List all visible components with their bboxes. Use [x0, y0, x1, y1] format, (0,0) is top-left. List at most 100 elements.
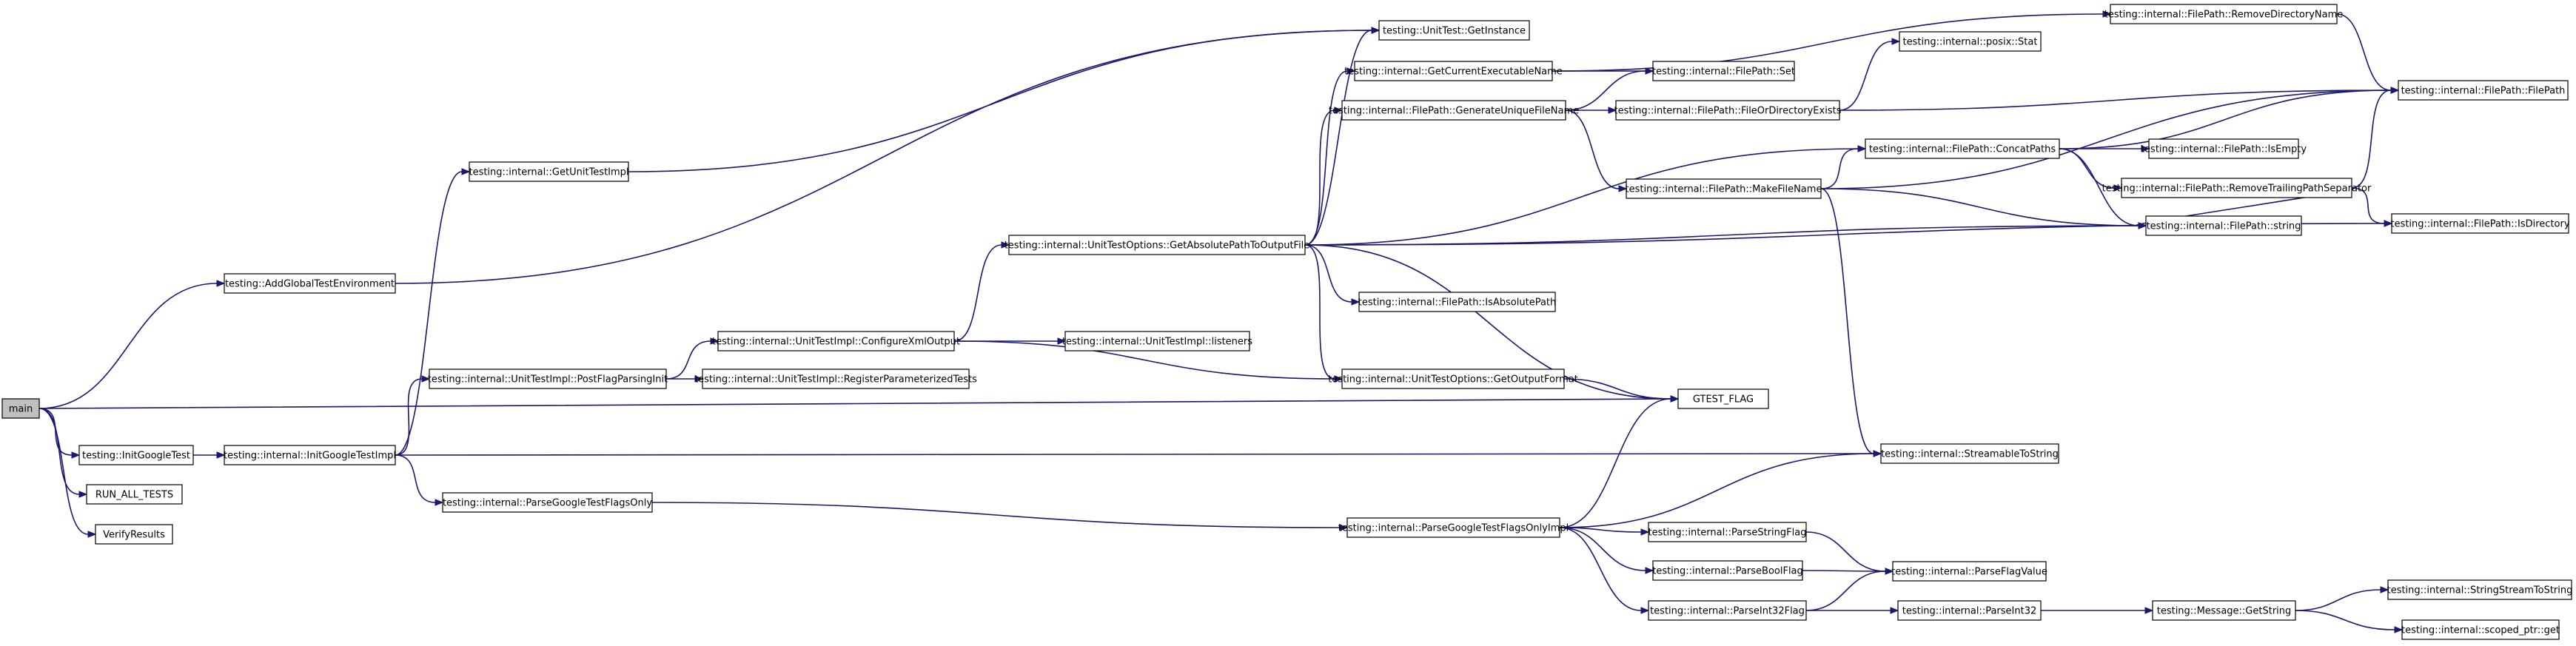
node-label: testing::internal::FilePath::string	[2147, 221, 2301, 232]
node-box	[2121, 178, 2352, 198]
node-box	[1626, 178, 1822, 199]
node-parse-bool-flag[interactable]: testing::internal::ParseBoolFlag	[1652, 560, 1803, 581]
node-box	[1341, 369, 1565, 389]
node-parse-flag-value[interactable]: testing::internal::ParseFlagValue	[1891, 561, 2047, 582]
node-box	[2152, 600, 2296, 621]
edge-line	[1563, 378, 1671, 400]
edge-arrowhead	[2384, 220, 2393, 227]
edge-parse-google-test-flags-only-impl-to-gtest-flag	[1559, 395, 1680, 528]
edge-arrowhead	[694, 375, 704, 383]
node-generate-unique-file-name[interactable]: testing::internal::FilePath::GenerateUni…	[1329, 100, 1579, 121]
node-streamable-to-string[interactable]: testing::internal::StreamableToString	[1880, 443, 2059, 464]
node-concat-paths[interactable]: testing::internal::FilePath::ConcatPaths	[1865, 138, 2060, 159]
node-box	[78, 445, 194, 465]
node-post-flag-parsing-init[interactable]: testing::internal::UnitTestImpl::PostFla…	[428, 369, 668, 389]
edge-arrowhead	[2390, 87, 2400, 94]
edge-arrowhead	[87, 531, 97, 538]
node-get-absolute-path-to-output-file[interactable]: testing::internal::UnitTestOptions::GetA…	[1004, 235, 1310, 255]
edge-arrowhead	[2113, 184, 2123, 192]
node-label: testing::internal::StreamableToString	[1881, 449, 2059, 460]
edge-get-unit-test-impl-to-get-instance	[628, 27, 1381, 172]
edge-parse-int32-flag-to-parse-flag-value	[1805, 568, 1894, 611]
edge-line	[1304, 244, 1671, 400]
edge-line	[665, 340, 711, 380]
node-label: testing::internal::ParseInt32Flag	[1650, 606, 1805, 617]
node-label: testing::internal::FilePath::IsEmpty	[2141, 144, 2307, 155]
node-remove-trailing-path-separator[interactable]: testing::internal::FilePath::RemoveTrail…	[2102, 178, 2372, 198]
edge-parse-int32-to-get-string	[2041, 607, 2154, 614]
node-is-absolute-path[interactable]: testing::internal::FilePath::IsAbsoluteP…	[1358, 292, 1557, 312]
edge-line	[1304, 70, 1348, 246]
edge-configure-xml-output-to-get-absolute-path-to-output-file	[953, 241, 1010, 342]
node-box	[1064, 331, 1250, 351]
node-fpstring[interactable]: testing::internal::FilePath::string	[2145, 215, 2302, 236]
edge-line	[1820, 188, 2139, 226]
node-listeners[interactable]: testing::internal::UnitTestImpl::listene…	[1062, 331, 1252, 351]
edge-line	[38, 408, 80, 495]
node-parse-int32-flag[interactable]: testing::internal::ParseInt32Flag	[1648, 600, 1807, 621]
edge-get-output-format-to-gtest-flag	[1563, 378, 1680, 403]
node-get-instance[interactable]: testing::UnitTest::GetInstance	[1378, 20, 1530, 41]
node-get-current-executable-name[interactable]: testing::internal::GetCurrentExecutableN…	[1344, 61, 1563, 81]
edge-arrowhead	[435, 499, 444, 506]
node-init-google-test[interactable]: testing::InitGoogleTest	[78, 445, 194, 465]
edge-make-file-name-to-concat-paths	[1820, 145, 1867, 189]
edge-make-file-name-to-file-path-ctor	[1820, 87, 2400, 189]
node-run-all-tests[interactable]: RUN_ALL_TESTS	[86, 484, 183, 505]
node-parse-int32[interactable]: testing::internal::ParseInt32	[1897, 600, 2042, 621]
edge-get-absolute-path-to-output-file-to-get-instance	[1304, 27, 1381, 246]
node-is-directory[interactable]: testing::internal::FilePath::IsDirectory	[2390, 213, 2570, 234]
node-set[interactable]: testing::internal::FilePath::Set	[1652, 61, 1795, 81]
node-label: testing::internal::ParseGoogleTestFlagsO…	[1338, 523, 1569, 534]
edge-arrowhead	[216, 451, 226, 459]
node-get-output-format[interactable]: testing::internal::UnitTestOptions::GetO…	[1328, 369, 1578, 389]
node-init-google-test-impl[interactable]: testing::internal::InitGoogleTestImpl	[224, 445, 396, 465]
edge-line	[395, 171, 463, 456]
edge-line	[1805, 571, 1886, 611]
node-box	[224, 445, 396, 465]
node-main[interactable]: main	[1, 398, 40, 419]
edge-arrowhead	[1890, 607, 1899, 614]
node-label: testing::internal::FilePath::FileOrDirec…	[1614, 106, 1842, 117]
node-file-or-directory-exists[interactable]: testing::internal::FilePath::FileOrDirec…	[1614, 100, 1842, 121]
node-parse-string-flag[interactable]: testing::internal::ParseStringFlag	[1648, 522, 1807, 542]
node-get-unit-test-impl[interactable]: testing::internal::GetUnitTestImpl	[469, 161, 629, 182]
edge-get-string-to-string-stream-to-string	[2295, 586, 2389, 611]
edge-arrowhead	[710, 337, 720, 345]
node-is-empty[interactable]: testing::internal::FilePath::IsEmpty	[2141, 138, 2307, 159]
edge-line	[1559, 453, 1874, 528]
node-file-path-ctor[interactable]: testing::internal::FilePath::FilePath	[2398, 80, 2569, 101]
node-string-stream-to-string[interactable]: testing::internal::StringStreamToString	[2387, 579, 2573, 600]
node-parse-google-test-flags-only[interactable]: testing::internal::ParseGoogleTestFlagsO…	[442, 492, 653, 513]
node-add-global-test-environment[interactable]: testing::AddGlobalTestEnvironment	[224, 273, 396, 294]
node-stat[interactable]: testing::internal::posix::Stat	[1899, 31, 2042, 52]
node-verify-results[interactable]: VerifyResults	[95, 524, 173, 545]
node-box	[1358, 292, 1556, 312]
edge-line	[38, 283, 218, 409]
node-label: testing::internal::posix::Stat	[1903, 37, 2038, 48]
node-configure-xml-output[interactable]: testing::internal::UnitTestImpl::Configu…	[712, 331, 960, 351]
call-graph-nodes: maintesting::InitGoogleTestRUN_ALL_TESTS…	[1, 4, 2573, 640]
edge-line	[395, 378, 423, 456]
edge-line	[1559, 527, 1642, 533]
edge-line	[2295, 589, 2381, 611]
node-get-string[interactable]: testing::Message::GetString	[2152, 600, 2296, 621]
edge-line	[38, 408, 89, 535]
node-label: testing::internal::UnitTestOptions::GetA…	[1004, 240, 1310, 252]
node-box	[1652, 560, 1803, 581]
node-register-parameterized-tests[interactable]: testing::internal::UnitTestImpl::Registe…	[694, 369, 977, 389]
node-box	[1899, 31, 2042, 52]
node-box	[1677, 388, 1769, 409]
edge-line	[1559, 527, 1642, 611]
node-box	[2148, 138, 2299, 159]
node-remove-directory-name[interactable]: testing::internal::FilePath::RemoveDirec…	[2104, 4, 2344, 24]
node-gtest-flag[interactable]: GTEST_FLAG	[1677, 388, 1769, 409]
node-box	[224, 273, 396, 294]
edge-arrowhead	[1670, 395, 1680, 403]
node-box	[1378, 20, 1530, 41]
node-scoped-ptr-get[interactable]: testing::internal::scoped_ptr::get	[2401, 619, 2560, 640]
node-parse-google-test-flags-only-impl[interactable]: testing::internal::ParseGoogleTestFlagsO…	[1338, 517, 1569, 538]
node-label: testing::internal::ParseStringFlag	[1648, 528, 1807, 539]
node-make-file-name[interactable]: testing::internal::FilePath::MakeFileNam…	[1626, 178, 1822, 199]
edge-line	[1559, 398, 1671, 528]
